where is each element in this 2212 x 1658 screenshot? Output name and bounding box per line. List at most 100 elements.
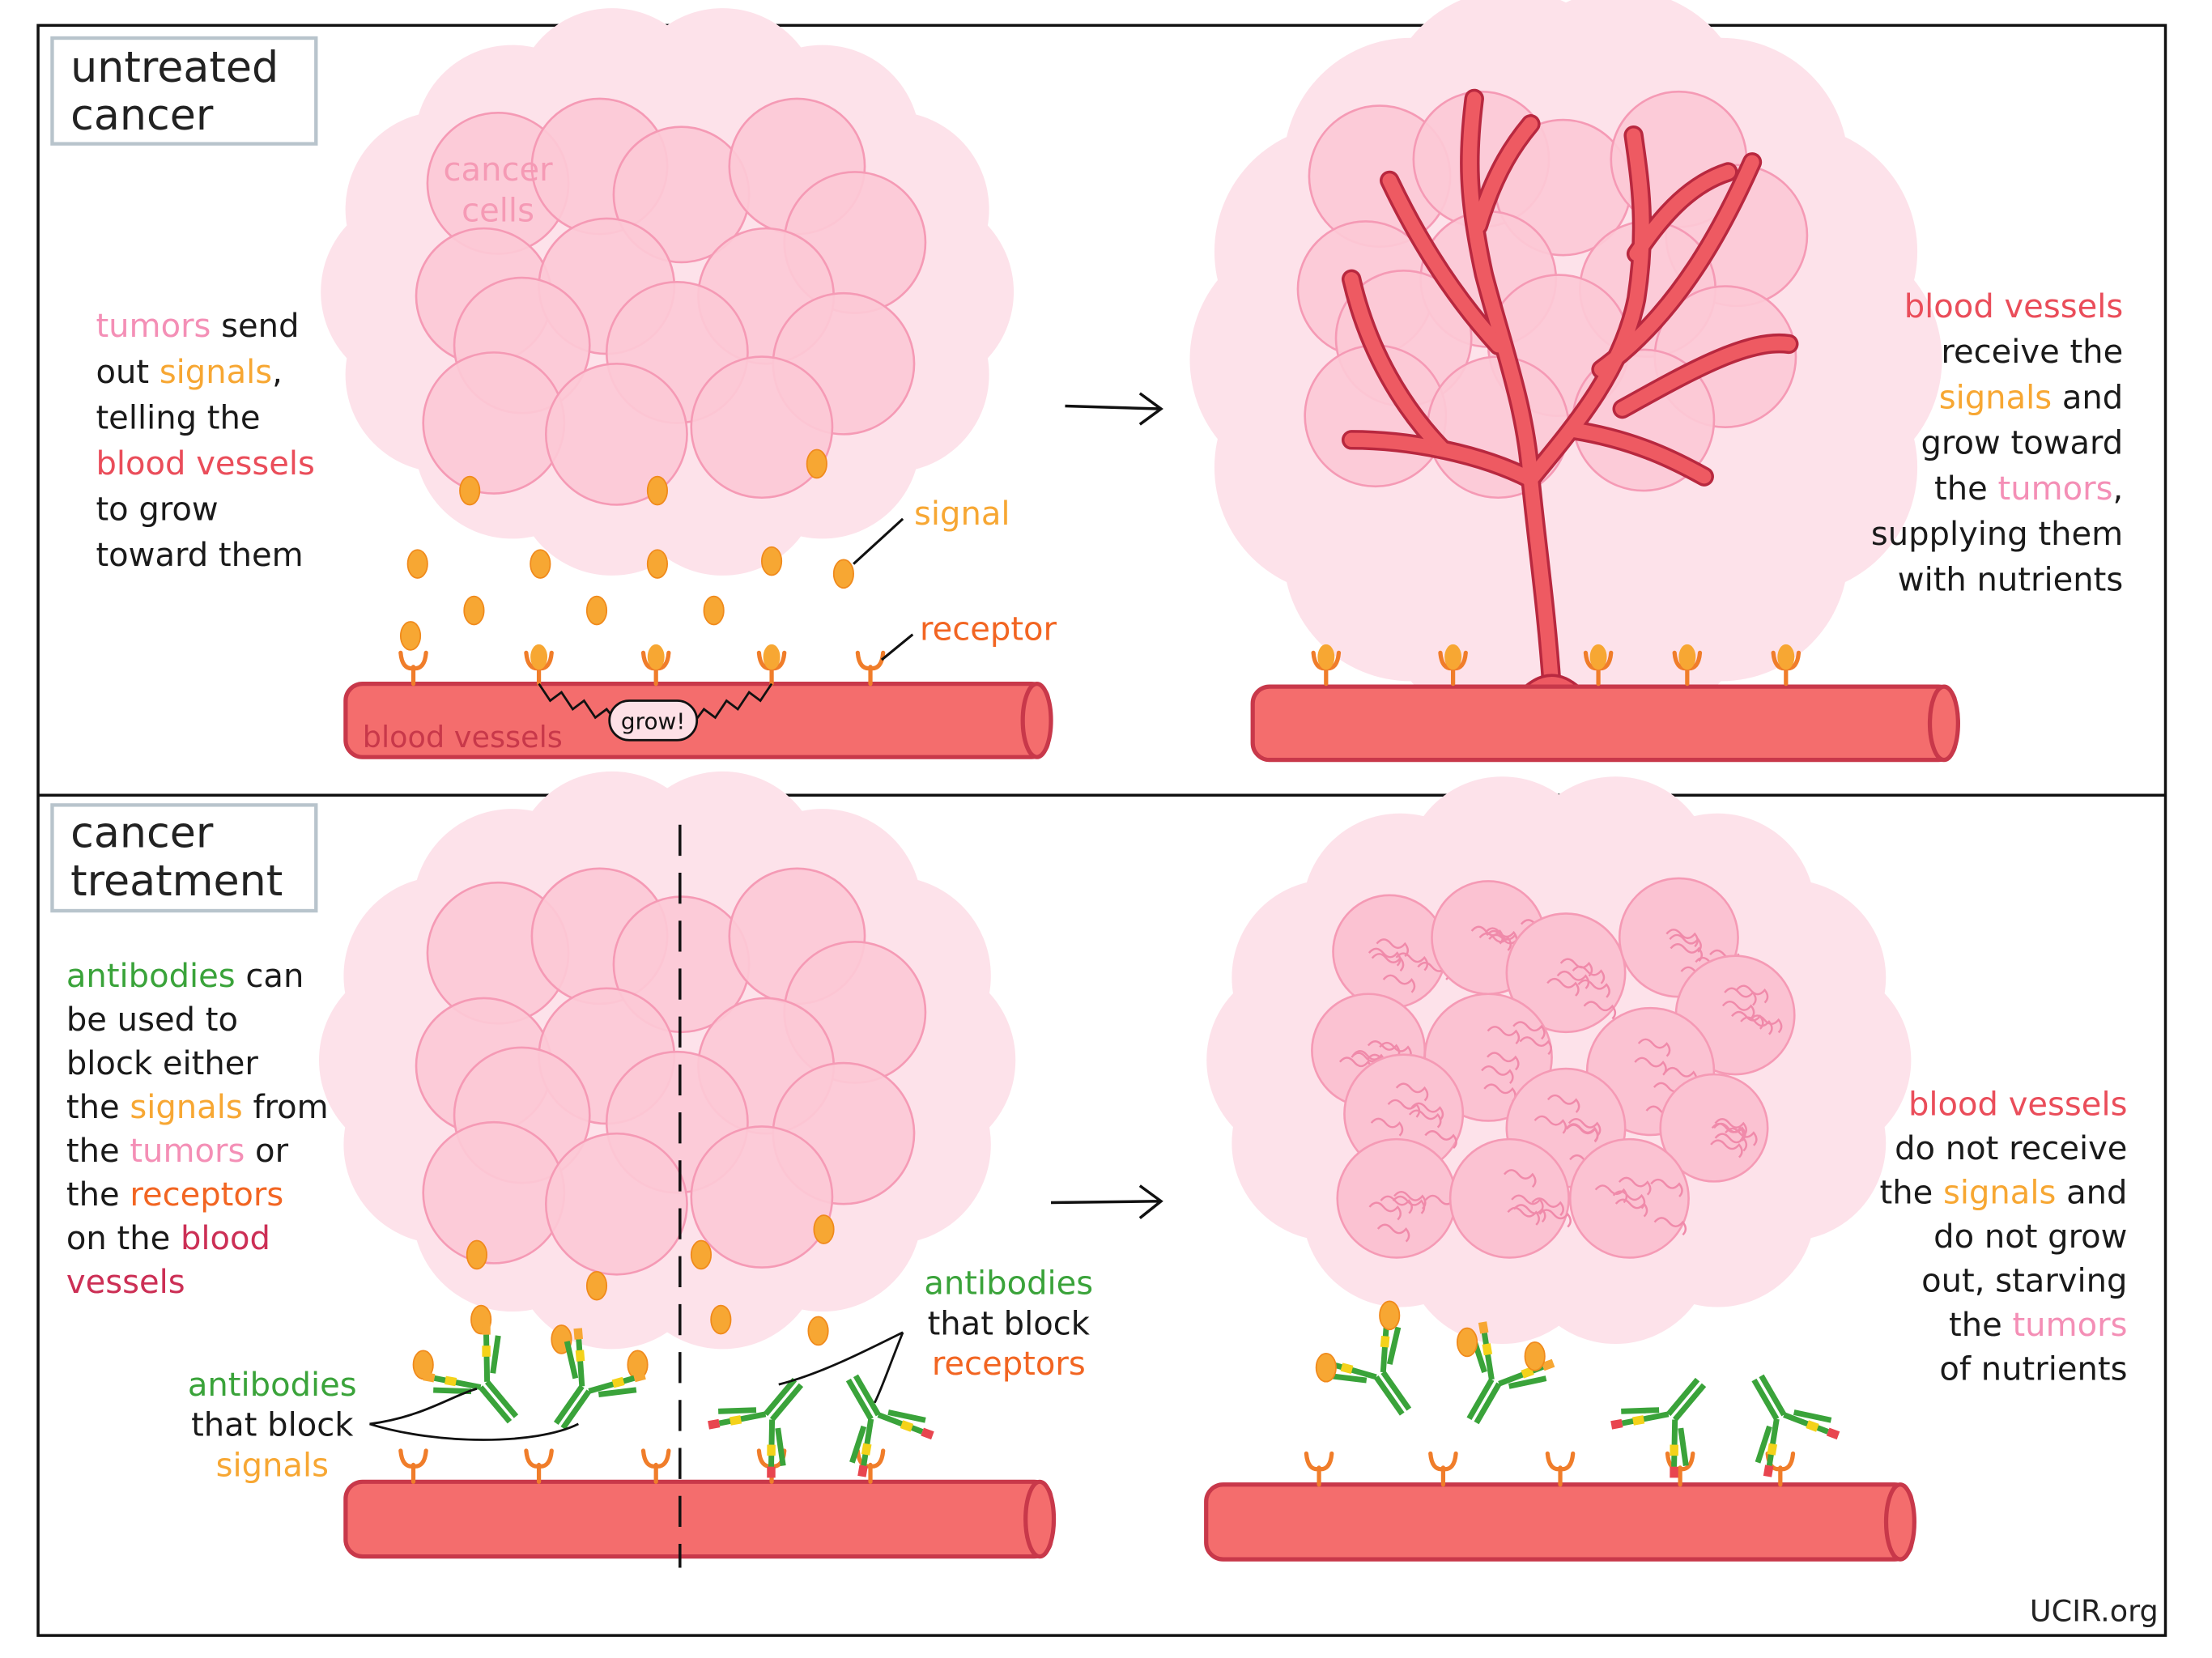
antibody-stem <box>1751 1374 1787 1421</box>
cell-wrinkle <box>1370 1117 1404 1137</box>
text-segment: the <box>1934 470 1997 508</box>
antibody-arms <box>718 1407 786 1467</box>
signal-molecule-icon <box>459 475 481 506</box>
text-segment: blood vessels <box>96 445 314 483</box>
antibody-stem <box>1466 1378 1502 1425</box>
bound-signal-icon <box>1317 644 1335 670</box>
antibody-stem <box>478 1380 519 1424</box>
antibody-arms <box>433 1334 501 1395</box>
text-segment: tumors <box>130 1133 245 1170</box>
cancer-cell-cluster <box>415 97 927 506</box>
cell-wrinkle <box>1424 1130 1457 1149</box>
vessel-branch <box>1462 91 1538 487</box>
cell-wrinkle <box>1371 953 1405 972</box>
text-segment: tumors <box>1998 470 2113 508</box>
cell-wrinkle <box>1749 1014 1783 1034</box>
text-line: out signals, <box>96 354 282 391</box>
receptor-shape <box>398 650 428 687</box>
antibody-tip <box>857 1427 934 1477</box>
blood-vessel-body <box>1250 684 1958 763</box>
bound-signal-icon <box>1777 644 1795 670</box>
antibody-hinge <box>575 1350 625 1388</box>
receptor-icon <box>855 1448 886 1484</box>
text-segment: antibodies <box>188 1367 357 1404</box>
signal-molecule-icon <box>832 559 854 589</box>
text-segment: the <box>66 1089 130 1126</box>
text-segment: be used to <box>66 1001 238 1039</box>
label-line: treatment <box>70 857 283 906</box>
receptor-icon <box>640 1448 671 1484</box>
text-segment: receive the <box>1941 334 2123 371</box>
cancer-cell <box>422 1120 566 1265</box>
antibody-arms <box>564 1339 637 1397</box>
cancer-cell <box>422 351 566 495</box>
text-segment: to grow <box>96 491 218 529</box>
receptor-label: receptor <box>920 611 1057 648</box>
dying-cancer-cell <box>1332 894 1448 1010</box>
text-segment: antibodies <box>66 958 236 995</box>
receptor-icon <box>855 650 886 687</box>
text-segment: signals <box>216 1447 329 1484</box>
vessel-branch <box>1471 117 1538 233</box>
label-cancer-treatment: cancer treatment <box>50 803 318 913</box>
cell-wrinkle <box>1725 1127 1758 1146</box>
text-line: block either <box>66 1045 259 1082</box>
cancer-cells-label: cancer <box>444 151 554 189</box>
blocked-signal-icon <box>1524 1341 1546 1371</box>
antibody-icon <box>845 1374 934 1477</box>
receptor-shape <box>1665 1451 1695 1487</box>
cell-wrinkle <box>1481 1065 1514 1084</box>
cell-wrinkle <box>1380 1195 1413 1214</box>
antibody-tip <box>1478 1321 1555 1371</box>
text-segment: supplying them <box>1871 516 2123 553</box>
pointer-line <box>369 1388 579 1441</box>
cell-wrinkle <box>1376 938 1409 958</box>
cell-wrinkle <box>1513 1204 1546 1223</box>
text-line: tumors send <box>96 308 299 345</box>
vessel-branch <box>1523 472 1559 694</box>
cell-wrinkle <box>1382 974 1416 993</box>
grow-label: grow! <box>621 708 686 734</box>
cell-wrinkle <box>1568 1117 1602 1137</box>
text-segment: from <box>243 1089 329 1126</box>
cell-wrinkle <box>1519 1036 1552 1056</box>
text-line: be used to <box>66 1001 238 1039</box>
text-line: the signals from <box>66 1089 329 1126</box>
cancer-cell-cluster <box>415 867 927 1276</box>
dying-cancer-cell <box>1448 1137 1570 1259</box>
receptor-icon <box>524 1448 554 1484</box>
cell-wrinkle <box>1531 1197 1564 1217</box>
cell-wrinkle <box>1395 952 1429 971</box>
antibody-arms <box>1328 1324 1402 1384</box>
dying-cell-cluster <box>1311 877 1796 1259</box>
antibody-stem <box>1666 1377 1707 1422</box>
cell-wrinkle <box>1487 1052 1520 1071</box>
text-line: antibodies <box>188 1367 357 1404</box>
text-segment: , <box>272 354 283 391</box>
receptor-shape <box>524 1448 554 1484</box>
text-line: out, starving <box>1921 1263 2127 1300</box>
signal-molecule-icon <box>585 1270 608 1301</box>
text-segment: blood <box>181 1220 270 1257</box>
receptor-icon <box>1583 644 1614 687</box>
receptor-icon <box>1311 644 1342 687</box>
receptor-icon <box>756 644 787 687</box>
blood-vessel-end <box>1883 1482 1916 1562</box>
text-segment: can <box>236 958 304 995</box>
signal-molecule-icon <box>646 475 669 506</box>
cell-wrinkle <box>1653 1217 1687 1236</box>
blocked-signal-icon <box>1379 1300 1401 1331</box>
antibody-icon <box>423 1323 519 1424</box>
text-line: the signals and <box>1880 1175 2128 1212</box>
antibody-stem <box>845 1374 881 1421</box>
signal-molecule-icon <box>807 1316 829 1346</box>
antibody-arms <box>1621 1407 1689 1467</box>
receptor-shape <box>855 1448 886 1484</box>
cell-wrinkle <box>1487 1026 1521 1045</box>
antibody-tip <box>573 1328 646 1383</box>
signal-molecule-icon <box>813 1214 835 1244</box>
cancer-cell <box>690 355 834 500</box>
antibody-icon <box>1751 1374 1840 1477</box>
